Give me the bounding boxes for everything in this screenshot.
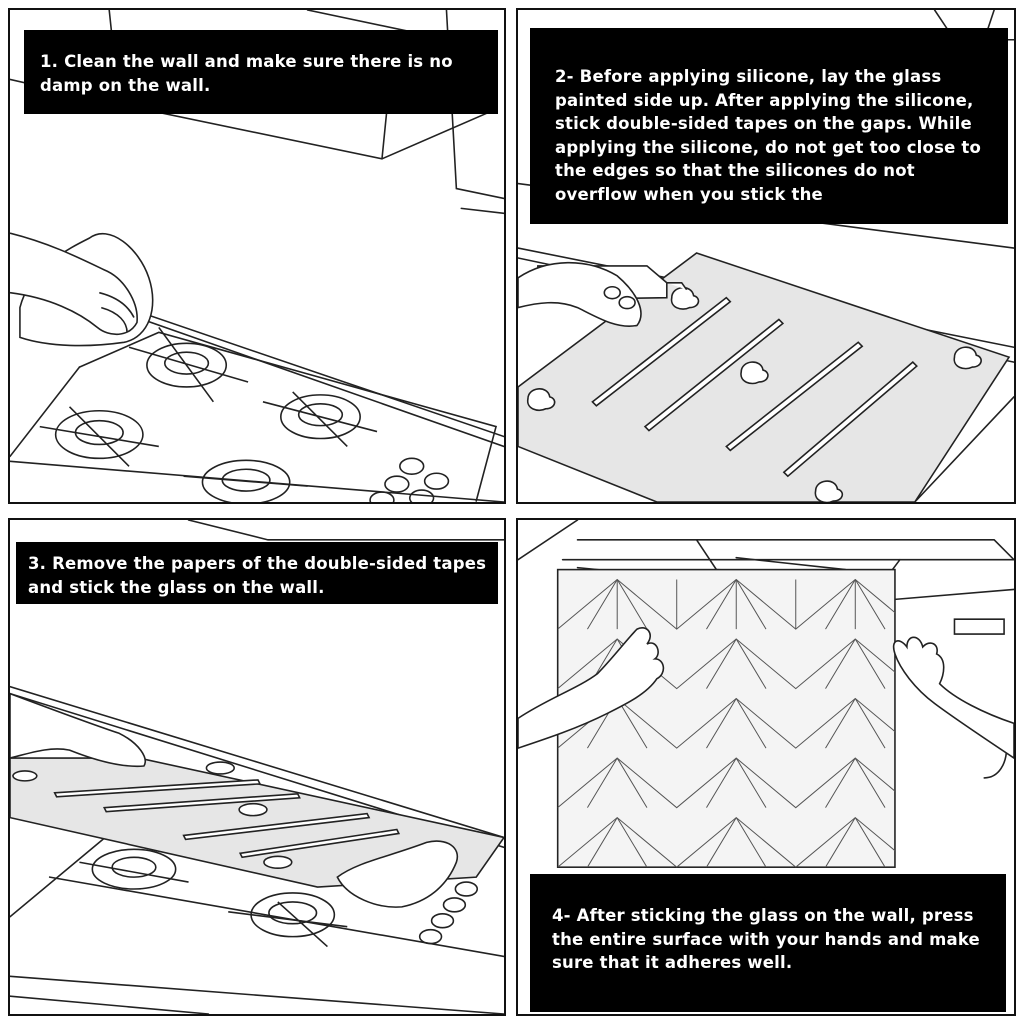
hand-with-cloth [10,232,154,347]
step-1-caption: 1. Clean the wall and make sure there is… [24,30,498,114]
double-sided-tapes [591,296,918,478]
hands-holding-glass [10,692,459,908]
sticking-glass-illustration [10,520,504,1014]
double-sided-tapes [53,779,401,859]
hand-with-silicone-bottle [518,261,688,327]
step-1-panel: 1. Clean the wall and make sure there is… [8,8,506,504]
cleaning-wall-illustration [10,10,504,502]
step-4-panel: 4- After sticking the glass on the wall,… [516,518,1016,1016]
step-4-caption: 4- After sticking the glass on the wall,… [530,874,1006,1012]
pressing-glass-illustration [518,520,1014,868]
step-2-caption: 2- Before applying silicone, lay the gla… [530,28,1008,224]
silicone-dots [12,761,293,869]
patterned-glass-backsplash [556,568,896,868]
stove-burners [79,848,479,948]
hands-pressing-glass [518,627,1014,760]
stove-burners [39,326,450,502]
applying-silicone-illustration [518,10,1014,502]
step-2-panel: 2- Before applying silicone, lay the gla… [516,8,1016,504]
step-3-panel: 3. Remove the papers of the double-sided… [8,518,506,1016]
step-3-caption: 3. Remove the papers of the double-sided… [16,542,498,604]
